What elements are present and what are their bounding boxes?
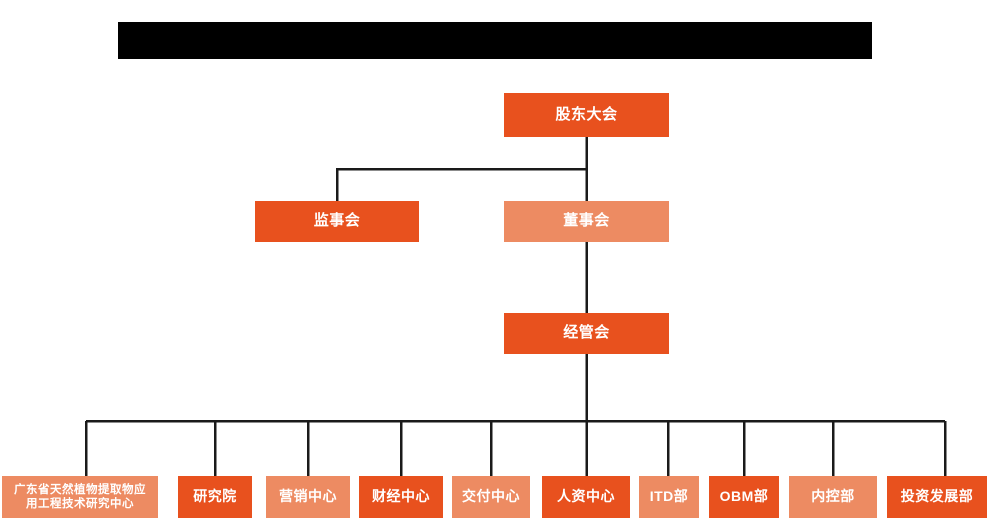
node-management-committee[interactable]: 经管会 [504,313,669,354]
node-label: 研究院 [193,488,237,505]
node-investment-development-department[interactable]: 投资发展部 [887,476,987,518]
node-label: 人资中心 [557,488,615,505]
node-internal-control-department[interactable]: 内控部 [789,476,877,518]
node-finance-center[interactable]: 财经中心 [359,476,443,518]
node-marketing-center[interactable]: 营销中心 [266,476,350,518]
node-label: 广东省天然植物提取物应 用工程技术研究中心 [14,483,146,512]
node-itd-department[interactable]: ITD部 [639,476,699,518]
redacted-title-bar [118,22,872,59]
node-label-line2: 用工程技术研究中心 [26,498,134,510]
node-board-of-supervisors[interactable]: 监事会 [255,201,419,242]
node-label: 营销中心 [279,488,337,505]
node-board-of-directors[interactable]: 董事会 [504,201,669,242]
node-label-line1: 广东省天然植物提取物应 [14,483,146,496]
node-label: 经管会 [563,324,610,342]
node-label: 交付中心 [462,488,520,505]
node-label: 股东大会 [555,105,618,123]
node-label: ITD部 [649,488,689,505]
node-label: 董事会 [563,212,610,230]
node-label: 内控部 [811,488,855,505]
node-delivery-center[interactable]: 交付中心 [452,476,530,518]
node-obm-department[interactable]: OBM部 [709,476,779,518]
node-shareholders-meeting[interactable]: 股东大会 [504,93,669,137]
node-label: 财经中心 [372,488,430,505]
node-label: 投资发展部 [900,488,974,505]
node-label: 监事会 [313,212,361,230]
node-research-institute[interactable]: 研究院 [178,476,252,518]
node-label: OBM部 [719,488,769,505]
node-hr-center[interactable]: 人资中心 [542,476,630,518]
node-gd-natural-plant-extract-research-center[interactable]: 广东省天然植物提取物应 用工程技术研究中心 [2,476,158,518]
edge-shareholders-supervisors [335,167,587,201]
